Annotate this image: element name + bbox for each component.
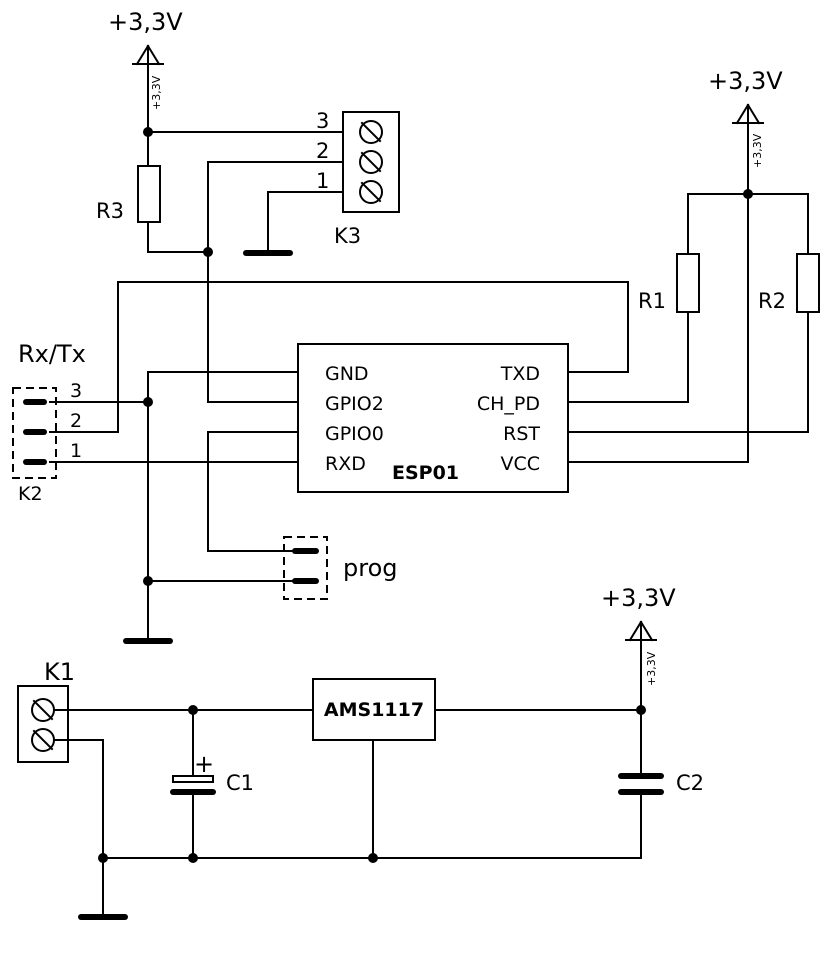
resistor-r3-label: R3 bbox=[96, 199, 124, 223]
supply-small-label-bottom-right: +3,3V bbox=[645, 651, 658, 686]
supply-small-label-top-right: +3,3V bbox=[751, 133, 764, 168]
esp-pin-gnd: GND bbox=[325, 363, 369, 385]
supply-symbol-top-right: +3,3V +3,3V bbox=[708, 67, 783, 168]
k2-pin-1: 1 bbox=[70, 440, 82, 462]
supply-label-bottom-right: +3,3V bbox=[601, 584, 676, 612]
connector-k1-label: K1 bbox=[44, 658, 75, 686]
k2-pin-2: 2 bbox=[70, 410, 82, 432]
k2-pin-3: 3 bbox=[70, 380, 82, 402]
k3-pin-3: 3 bbox=[316, 109, 329, 133]
k3-pin-1: 1 bbox=[316, 169, 329, 193]
supply-symbol-bottom-right: +3,3V +3,3V bbox=[601, 584, 676, 686]
capacitor-c2-label: C2 bbox=[676, 771, 704, 795]
resistor-r2-label: R2 bbox=[758, 289, 786, 313]
resistor-r1-label: R1 bbox=[638, 289, 666, 313]
capacitor-c2: C2 bbox=[618, 771, 704, 859]
capacitor-c1-label: C1 bbox=[226, 771, 254, 795]
supply-small-label-top-left: +3,3V bbox=[150, 75, 163, 110]
esp-module-label: ESP01 bbox=[392, 462, 459, 484]
connector-k2-rxtx: Rx/Tx 3 2 1 K2 bbox=[12, 340, 86, 505]
esp-pin-gpio2: GPIO2 bbox=[325, 393, 384, 415]
capacitor-c1: + C1 bbox=[170, 709, 254, 859]
resistor-r3: R3 bbox=[96, 165, 161, 223]
prog-label: prog bbox=[343, 554, 398, 582]
esp-pin-rxd: RXD bbox=[325, 453, 366, 475]
rxtx-label: Rx/Tx bbox=[18, 340, 86, 368]
regulator-ams1117: AMS1117 bbox=[312, 678, 436, 741]
esp-pin-vcc: VCC bbox=[500, 453, 540, 475]
connector-k3-label: K3 bbox=[334, 224, 361, 248]
supply-symbol-top-left: +3,3V +3,3V bbox=[108, 8, 183, 110]
connector-k2-label: K2 bbox=[18, 483, 43, 505]
esp-pin-rst: RST bbox=[503, 423, 540, 445]
k3-pin-2: 2 bbox=[316, 139, 329, 163]
regulator-label: AMS1117 bbox=[324, 699, 424, 721]
supply-label-top-left: +3,3V bbox=[108, 8, 183, 36]
supply-label-top-right: +3,3V bbox=[708, 67, 783, 95]
esp-pin-ch-pd: CH_PD bbox=[477, 393, 540, 415]
connector-k1: K1 bbox=[17, 658, 75, 763]
resistor-r1: R1 bbox=[638, 253, 700, 313]
connector-k3: 3 2 1 K3 bbox=[316, 109, 400, 248]
esp-pin-gpio0: GPIO0 bbox=[325, 423, 384, 445]
resistor-r2: R2 bbox=[758, 253, 820, 313]
capacitor-c1-polarity: + bbox=[194, 750, 214, 778]
esp-pin-txd: TXD bbox=[500, 363, 540, 385]
esp01-module: GND GPIO2 GPIO0 RXD TXD CH_PD RST VCC ES… bbox=[297, 343, 569, 493]
prog-jumper: prog bbox=[283, 536, 398, 600]
